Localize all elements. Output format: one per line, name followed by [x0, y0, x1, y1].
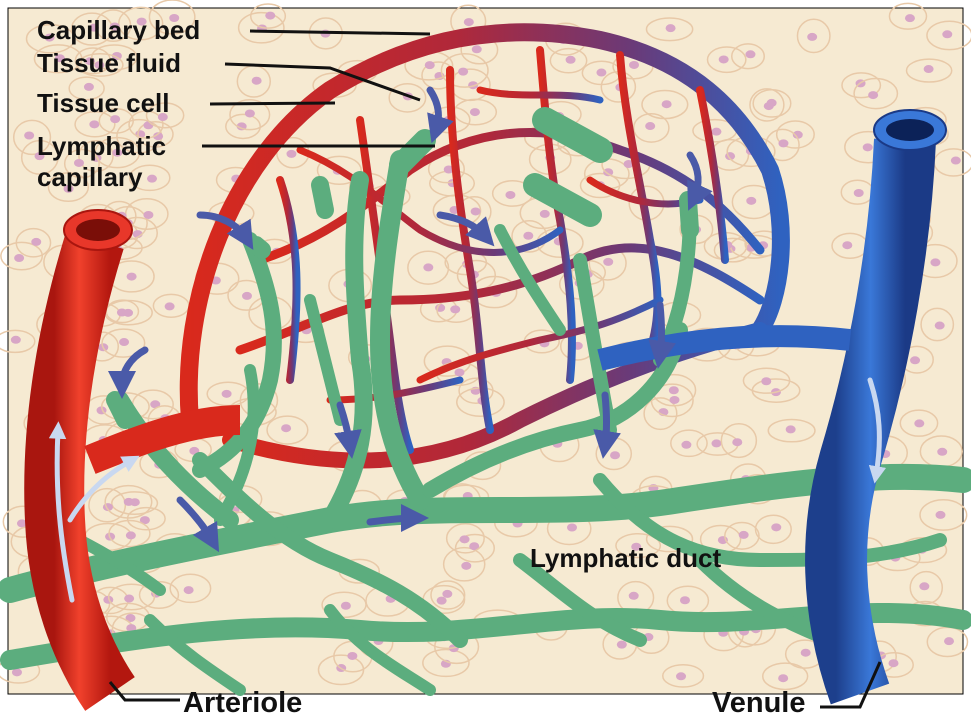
tissue-cell-nucleus	[771, 523, 781, 531]
label-tissue-cell: Tissue cell	[37, 88, 170, 118]
tissue-cell-nucleus	[951, 157, 961, 165]
label-venule: Venule	[712, 687, 806, 718]
tissue-cell-nucleus	[470, 108, 480, 116]
tissue-cell-nucleus	[454, 368, 464, 376]
tissue-cell-nucleus	[464, 18, 474, 26]
tissue-cell-nucleus	[523, 232, 533, 240]
tissue-cell-nucleus	[341, 602, 351, 610]
tissue-cell-nucleus	[942, 30, 952, 38]
tissue-cell-nucleus	[222, 390, 232, 398]
tissue-cell-nucleus	[786, 425, 796, 433]
tissue-cell-nucleus	[610, 451, 620, 459]
tissue-cell-nucleus	[801, 649, 811, 657]
tissue-cell-nucleus	[676, 672, 686, 680]
tissue-cell-nucleus	[745, 50, 755, 58]
tissue-cell-nucleus	[31, 238, 41, 246]
tissue-cell-nucleus	[669, 386, 679, 394]
tissue-cell-nucleus	[119, 338, 129, 346]
label-lymphatic-capillary-2: capillary	[37, 162, 143, 192]
tissue-cell-nucleus	[347, 652, 357, 660]
tissue-cell-nucleus	[458, 68, 468, 76]
tissue-cell-nucleus	[924, 65, 934, 73]
tissue-cell-nucleus	[711, 128, 721, 136]
tissue-cell-nucleus	[863, 143, 873, 151]
tissue-cell-nucleus	[165, 302, 175, 310]
tissue-cell-nucleus	[437, 597, 447, 605]
tissue-cell-nucleus	[645, 122, 655, 130]
tissue-cell-nucleus	[930, 258, 940, 266]
tissue-cell-nucleus	[681, 441, 691, 449]
tissue-cell-nucleus	[935, 511, 945, 519]
tissue-cell-nucleus	[124, 498, 134, 506]
tissue-cell-nucleus	[252, 77, 262, 85]
tissue-cell-nucleus	[732, 438, 742, 446]
tissue-cell-nucleus	[944, 637, 954, 645]
tissue-cell-nucleus	[868, 91, 878, 99]
tissue-cell-nucleus	[472, 45, 482, 53]
tissue-cell-nucleus	[854, 189, 864, 197]
tissue-cell-nucleus	[450, 305, 460, 313]
tissue-cell-nucleus	[666, 24, 676, 32]
tissue-cell-nucleus	[147, 175, 157, 183]
tissue-cell-nucleus	[567, 523, 577, 531]
tissue-cell-nucleus	[425, 61, 435, 69]
tissue-cell-nucleus	[89, 120, 99, 128]
label-lymphatic-duct: Lymphatic duct	[530, 543, 722, 573]
label-tissue-fluid: Tissue fluid	[37, 48, 181, 78]
tissue-cell-nucleus	[711, 439, 721, 447]
tissue-cell-nucleus	[540, 210, 550, 218]
tissue-cell-nucleus	[11, 336, 21, 344]
tissue-cell-nucleus	[629, 61, 639, 69]
tissue-cell-nucleus	[739, 531, 749, 539]
tissue-cell-nucleus	[937, 448, 947, 456]
label-lymphatic-capillary-1: Lymphatic	[37, 131, 166, 161]
tissue-cell-nucleus	[670, 396, 680, 404]
tissue-cell-nucleus	[117, 308, 127, 316]
tissue-cell-nucleus	[919, 582, 929, 590]
tissue-cell-nucleus	[680, 596, 690, 604]
tissue-cell-nucleus	[126, 531, 136, 539]
tissue-cell-nucleus	[778, 139, 788, 147]
tissue-cell-nucleus	[127, 273, 137, 281]
tissue-cell-nucleus	[761, 377, 771, 385]
tissue-cell-nucleus	[807, 33, 817, 41]
label-arteriole: Arteriole	[183, 687, 302, 718]
tissue-cell-nucleus	[596, 69, 606, 77]
tissue-cell-nucleus	[746, 197, 756, 205]
tissue-cell-nucleus	[184, 586, 194, 594]
tissue-cell-nucleus	[286, 150, 296, 158]
tissue-cell-nucleus	[935, 322, 945, 330]
tissue-cell-nucleus	[14, 254, 24, 262]
tissue-cell-nucleus	[910, 356, 920, 364]
tissue-cell-nucleus	[460, 535, 470, 543]
tissue-cell-nucleus	[842, 241, 852, 249]
tissue-cell-nucleus	[143, 121, 153, 129]
tissue-cell-nucleus	[461, 562, 471, 570]
tissue-cell-nucleus	[245, 109, 255, 117]
tissue-cell-nucleus	[143, 211, 153, 219]
tissue-cell-nucleus	[24, 131, 34, 139]
tissue-cell-nucleus	[242, 292, 252, 300]
tissue-cell-nucleus	[662, 100, 672, 108]
tissue-cell-nucleus	[423, 263, 433, 271]
tissue-cell-nucleus	[471, 207, 481, 215]
tissue-cell-nucleus	[442, 590, 452, 598]
tissue-cell-nucleus	[767, 99, 777, 107]
tissue-cell-nucleus	[617, 641, 627, 649]
tissue-cell-nucleus	[905, 14, 915, 22]
tissue-cell-nucleus	[566, 56, 576, 64]
tissue-cell-nucleus	[629, 592, 639, 600]
tissue-cell-nucleus	[603, 258, 613, 266]
label-capillary-bed: Capillary bed	[37, 15, 200, 45]
tissue-cell-nucleus	[778, 674, 788, 682]
tissue-cell-nucleus	[889, 659, 899, 667]
tissue-cell-nucleus	[719, 55, 729, 63]
tissue-cell-nucleus	[505, 191, 515, 199]
tissue-cell-nucleus	[914, 419, 924, 427]
tissue-cell-nucleus	[281, 424, 291, 432]
tissue-cell-nucleus	[124, 595, 134, 603]
tissue-cell-nucleus	[265, 12, 275, 20]
